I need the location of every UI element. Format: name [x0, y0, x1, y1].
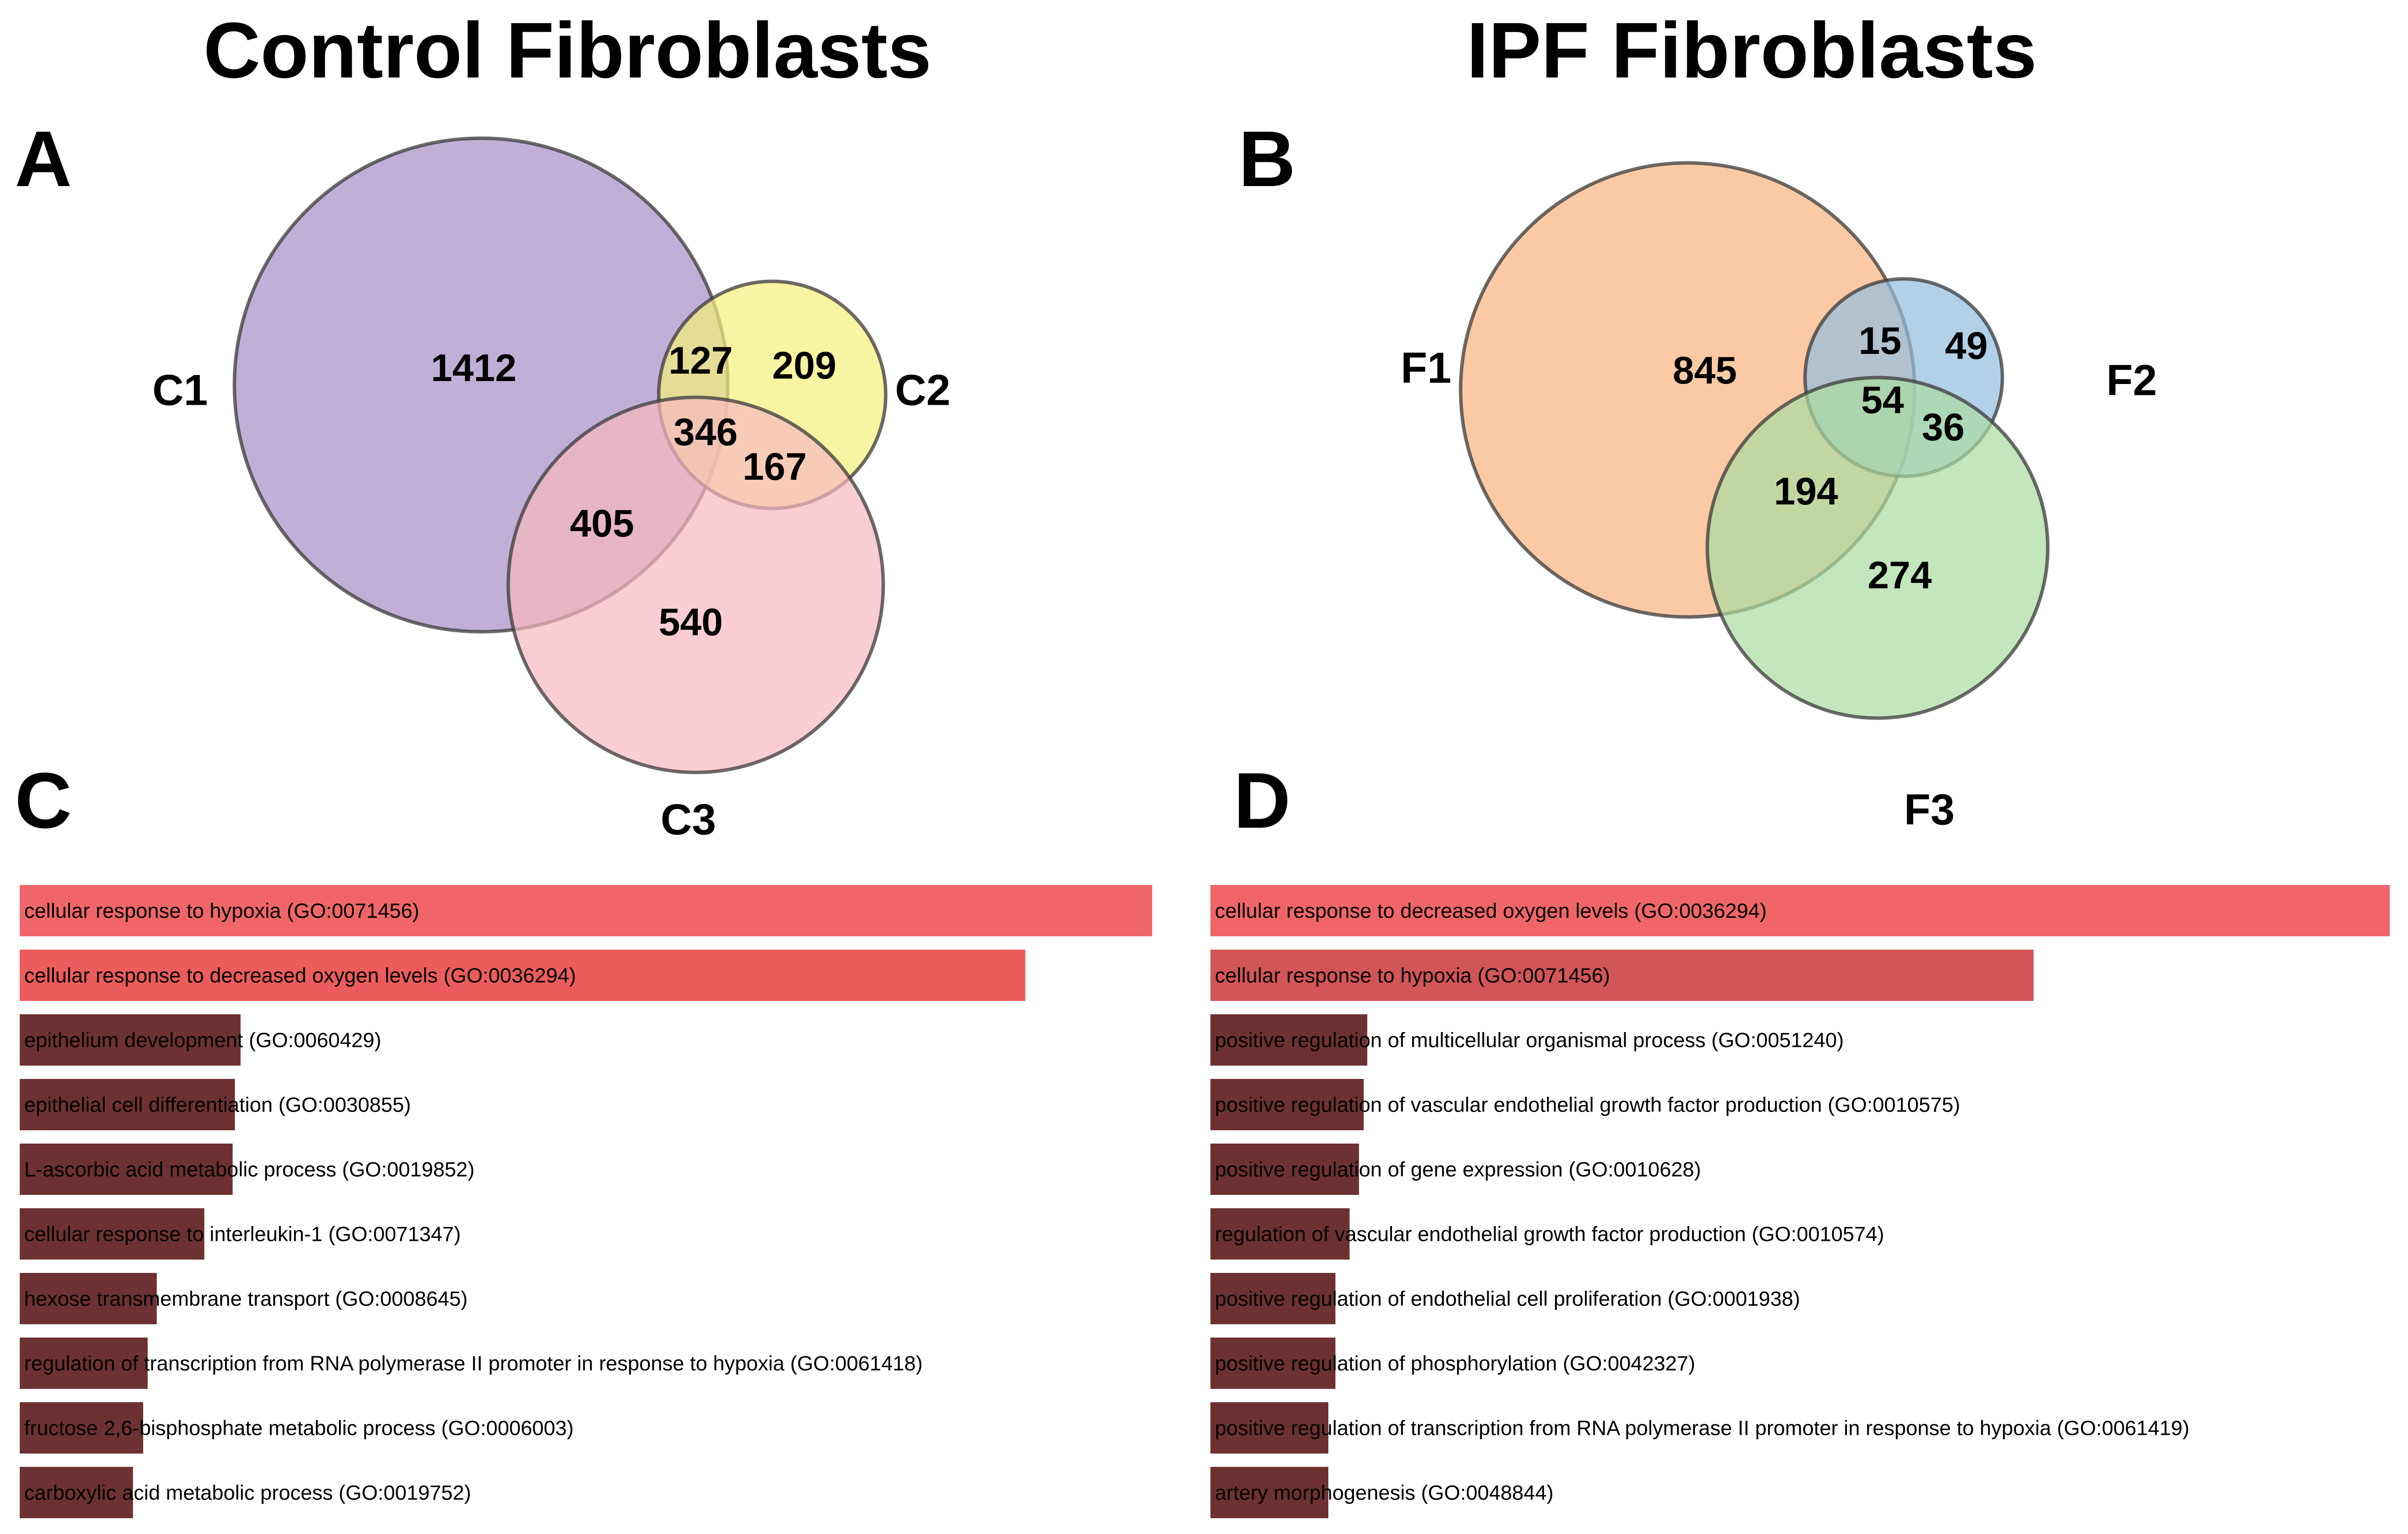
bar-c-2: [20, 950, 1025, 1001]
bar-c-1: [20, 885, 1152, 936]
venn-set-label-f3: F3: [1904, 785, 1955, 834]
venn-circle-c3: [506, 395, 885, 774]
bar-label-d-2: cellular response to hypoxia (GO:0071456…: [1215, 964, 1610, 987]
venn-count-c1-c2: 127: [669, 339, 733, 382]
venn-count-c1-c3: 405: [570, 501, 634, 545]
bar-label-c-10: carboxylic acid metabolic process (GO:00…: [24, 1481, 471, 1504]
bar-d-5: [1210, 1144, 1359, 1195]
bar-c-10: [20, 1467, 133, 1518]
panel-letter-b: B: [1239, 115, 1296, 203]
bar-label-d-3: positive regulation of multicellular org…: [1215, 1029, 1844, 1052]
venn-circle-f3: [1705, 376, 2050, 720]
bar-label-c-3: epithelium development (GO:0060429): [24, 1029, 381, 1052]
panel-letter-d: D: [1234, 756, 1291, 844]
bar-label-d-1: cellular response to decreased oxygen le…: [1215, 899, 1767, 922]
bar-label-d-10: artery morphogenesis (GO:0048844): [1215, 1481, 1553, 1504]
venn-count-f3: 274: [1868, 553, 1932, 597]
bar-d-10: [1210, 1467, 1328, 1518]
venn-count-c3: 540: [659, 600, 723, 644]
bar-label-c-6: cellular response to interleukin-1 (GO:0…: [24, 1223, 461, 1246]
bar-label-c-2: cellular response to decreased oxygen le…: [24, 964, 576, 987]
venn-count-f2: 49: [1945, 324, 1988, 367]
bar-d-9: [1210, 1402, 1328, 1454]
panel-letter-a: A: [15, 115, 72, 203]
venn-set-label-f1: F1: [1401, 344, 1452, 392]
venn-count-c1-c2-c3: 346: [674, 410, 738, 454]
bar-label-c-7: hexose transmembrane transport (GO:00086…: [24, 1287, 468, 1310]
bar-c-5: [20, 1144, 233, 1195]
bar-label-c-4: epithelial cell differentiation (GO:0030…: [24, 1093, 411, 1116]
bar-label-d-4: positive regulation of vascular endothel…: [1215, 1093, 1960, 1116]
bar-d-1: [1210, 885, 2390, 936]
bar-c-9: [20, 1402, 144, 1454]
bar-label-d-7: positive regulation of endothelial cell …: [1215, 1287, 1800, 1310]
bar-d-3: [1210, 1014, 1367, 1066]
bar-c-7: [20, 1273, 157, 1324]
title-control-fibroblasts: Control Fibroblasts: [203, 6, 932, 94]
bar-c-4: [20, 1079, 235, 1130]
title-ipf-fibroblasts: IPF Fibroblasts: [1467, 6, 2037, 94]
bar-d-8: [1210, 1338, 1336, 1389]
bar-label-c-9: fructose 2,6-bisphosphate metabolic proc…: [24, 1417, 574, 1440]
venn-count-f1-f3: 194: [1774, 469, 1838, 513]
venn-set-label-c2: C2: [895, 366, 951, 415]
bar-d-4: [1210, 1079, 1364, 1130]
venn-set-label-f2: F2: [2107, 356, 2157, 405]
bar-d-6: [1210, 1208, 1350, 1260]
venn-count-c1: 1412: [431, 346, 517, 389]
bar-c-3: [20, 1014, 241, 1066]
bar-label-d-6: regulation of vascular endothelial growt…: [1215, 1223, 1884, 1246]
bar-d-2: [1210, 950, 2034, 1001]
venn-count-f1: 845: [1673, 348, 1737, 392]
venn-count-f1-f2-f3: 54: [1861, 378, 1904, 422]
bar-label-d-5: positive regulation of gene expression (…: [1215, 1158, 1701, 1181]
bar-label-d-8: positive regulation of phosphorylation (…: [1215, 1352, 1695, 1375]
bar-d-7: [1210, 1273, 1336, 1324]
bar-c-8: [20, 1338, 148, 1389]
bar-label-c-1: cellular response to hypoxia (GO:0071456…: [24, 899, 419, 922]
bar-label-c-8: regulation of transcription from RNA pol…: [24, 1352, 923, 1375]
bar-label-c-5: L-ascorbic acid metabolic process (GO:00…: [24, 1158, 475, 1181]
bar-c-6: [20, 1208, 205, 1260]
venn-count-c2: 209: [772, 344, 836, 387]
venn-set-label-c1: C1: [152, 366, 208, 415]
bar-label-d-9: positive regulation of transcription fro…: [1215, 1417, 2189, 1440]
venn-count-f2-f3: 36: [1922, 405, 1965, 449]
panel-letter-c: C: [15, 756, 72, 844]
venn-count-f1-f2: 15: [1859, 319, 1902, 362]
venn-count-c2-c3: 167: [743, 445, 807, 488]
venn-set-label-c3: C3: [661, 795, 716, 844]
